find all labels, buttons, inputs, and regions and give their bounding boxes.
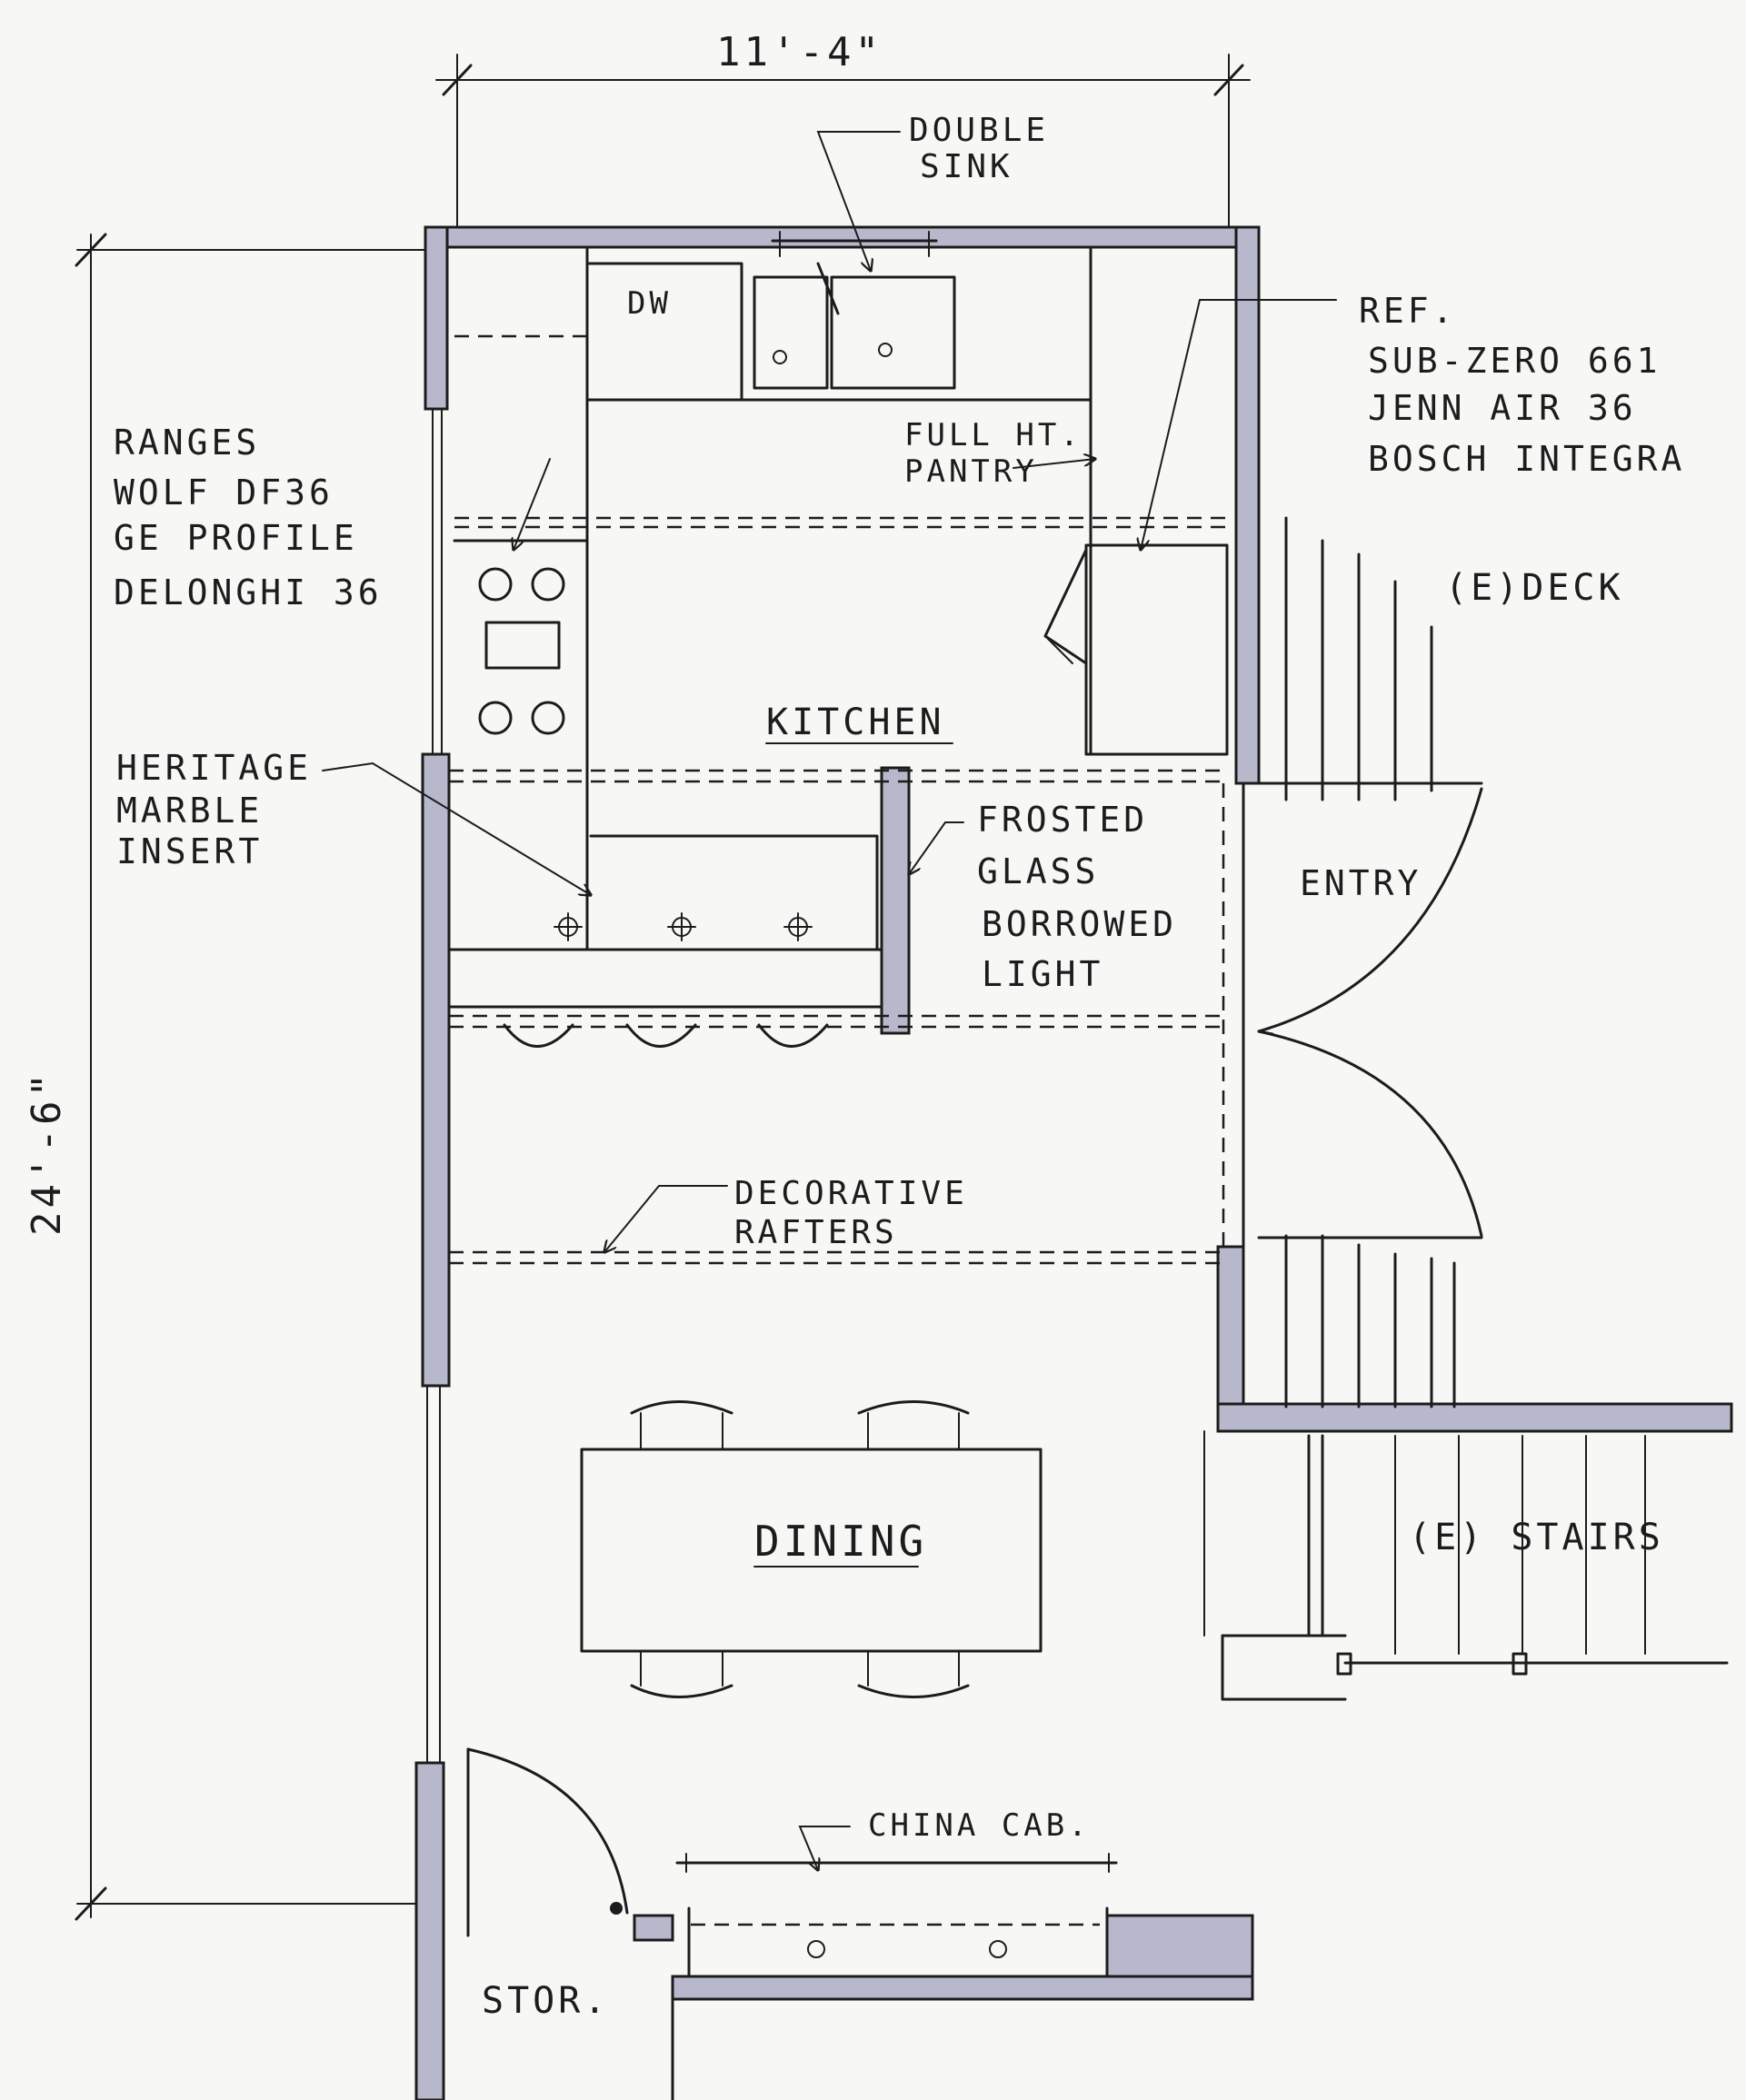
room-label-deck: (E)DECK xyxy=(1445,567,1624,609)
note-ranges-3: GE PROFILE xyxy=(114,518,358,558)
note-ref-2: SUB-ZERO 661 xyxy=(1368,341,1661,381)
china-cabinet xyxy=(675,1853,1118,1978)
note-sink-1: DOUBLE xyxy=(909,112,1049,149)
annotation-leaders xyxy=(322,131,1337,1870)
windows xyxy=(426,408,443,1764)
note-ref-1: REF. xyxy=(1359,291,1457,331)
note-glass-4: LIGHT xyxy=(982,954,1103,994)
dishwasher xyxy=(585,262,743,402)
range xyxy=(478,567,565,735)
note-ref-3: JENN AIR 36 xyxy=(1368,388,1637,428)
bar-stools xyxy=(503,1023,829,1048)
dishwasher-label: DW xyxy=(627,285,672,322)
left-wall-lower xyxy=(414,1761,445,2100)
room-label-stairs: (E) STAIRS xyxy=(1409,1517,1664,1558)
kitchen-counters: DW xyxy=(453,231,1227,951)
depth-dimension: 24'-6" xyxy=(24,233,433,1921)
right-wall-upper xyxy=(1234,225,1261,785)
entry-doors xyxy=(1242,781,1483,1249)
right-wall-lower xyxy=(1216,1245,1245,1427)
room-labels: KITCHEN DINING ENTRY (E)DECK (E) STAIRS … xyxy=(482,567,1664,2022)
marble-insert-pins xyxy=(554,912,813,941)
deck-railings xyxy=(1284,516,1456,1408)
sink-right xyxy=(830,275,956,390)
note-ref-4: BOSCH INTEGRA xyxy=(1368,439,1685,479)
refrigerator xyxy=(1043,543,1229,756)
room-label-kitchen: KITCHEN xyxy=(766,702,945,743)
depth-dimension-label: 24'-6" xyxy=(24,1070,70,1236)
note-pantry-2: PANTRY xyxy=(904,453,1038,490)
stairs xyxy=(1203,1430,1729,1701)
note-rafters-1: DECORATIVE xyxy=(734,1175,968,1212)
note-rafters-2: RAFTERS xyxy=(734,1214,898,1251)
note-marble-3: INSERT xyxy=(116,831,263,871)
top-wall xyxy=(424,225,1261,249)
island xyxy=(447,766,911,1048)
annotations: DOUBLE SINK REF. SUB-ZERO 661 JENN AIR 3… xyxy=(114,112,1685,1844)
note-glass-3: BORROWED xyxy=(982,904,1177,944)
sink-left xyxy=(753,275,829,390)
bottom-wall-left xyxy=(633,1914,674,1942)
note-pantry-1: FULL HT. xyxy=(904,417,1083,453)
left-wall-middle xyxy=(421,752,451,1388)
note-marble-2: MARBLE xyxy=(116,791,263,831)
bottom-wall-right xyxy=(1105,1914,1254,1978)
left-wall-upper xyxy=(424,225,449,411)
note-ranges-2: WOLF DF36 xyxy=(114,473,334,513)
note-marble-1: HERITAGE xyxy=(116,748,312,788)
room-label-storage: STOR. xyxy=(482,1980,609,2022)
room-label-entry: ENTRY xyxy=(1300,863,1422,903)
note-china-cabinet: CHINA CAB. xyxy=(868,1807,1091,1844)
room-label-dining: DINING xyxy=(754,1517,927,1566)
note-sink-2: SINK xyxy=(920,148,1013,185)
note-ranges-4: DELONGHI 36 xyxy=(114,572,383,612)
storage-wall xyxy=(671,1975,1254,2001)
width-dimension-label: 11'-4" xyxy=(716,29,883,75)
dining-table xyxy=(580,1400,1043,1698)
width-dimension: 11'-4" xyxy=(435,29,1251,246)
storage-door xyxy=(466,1747,629,1937)
walls xyxy=(414,225,1733,2100)
note-glass-1: FROSTED xyxy=(977,800,1148,840)
note-glass-2: GLASS xyxy=(977,851,1099,891)
stair-wall xyxy=(1216,1402,1733,1433)
note-ranges-1: RANGES xyxy=(114,423,260,463)
frosted-glass-partition xyxy=(880,766,911,1035)
